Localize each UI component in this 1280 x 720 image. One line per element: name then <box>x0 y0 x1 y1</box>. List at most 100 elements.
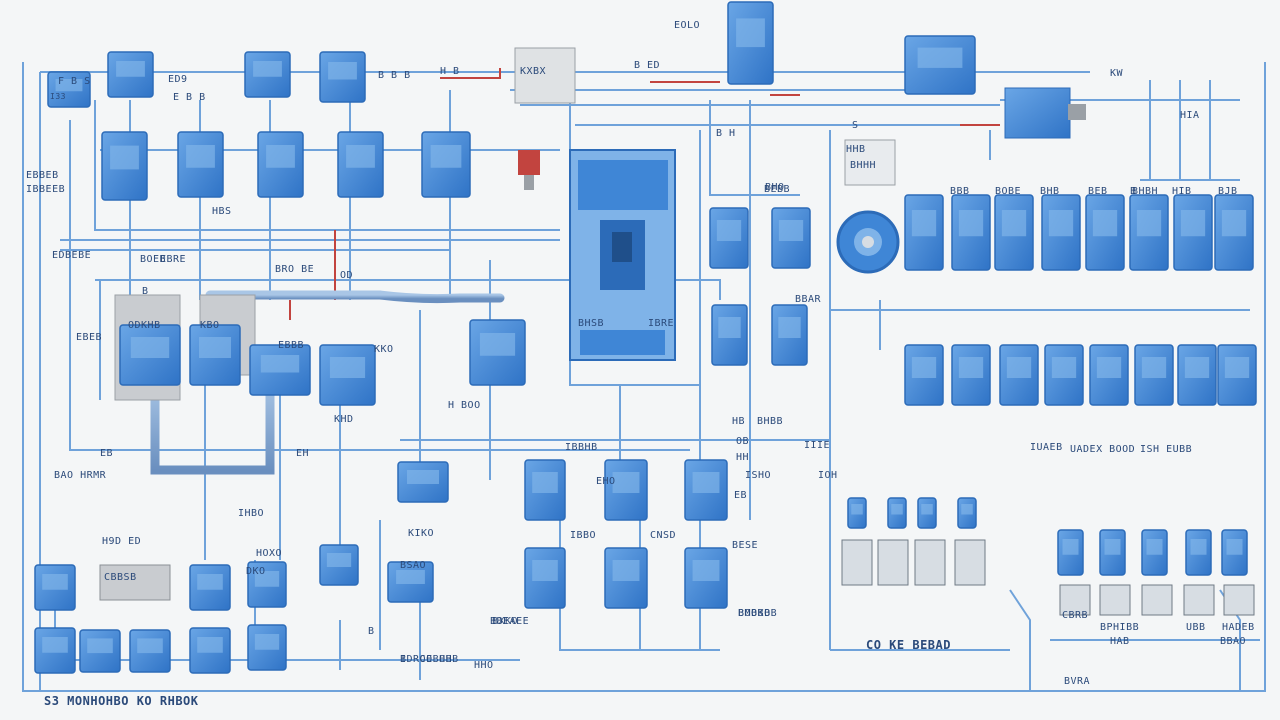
label: BOEB <box>140 254 167 265</box>
label: H BOO <box>448 400 481 411</box>
relay-module-icon <box>129 629 171 673</box>
label: ISHO <box>745 470 772 481</box>
relay-module-icon <box>951 194 991 271</box>
relay-module-icon <box>904 35 976 95</box>
label: CBRB <box>1062 610 1089 621</box>
relay-module-icon <box>189 324 241 386</box>
relay-module-icon <box>1044 344 1084 406</box>
relay-module-icon <box>604 459 648 521</box>
relay-module-icon <box>957 497 977 529</box>
relay-module-icon <box>469 319 526 386</box>
relay-module-icon <box>1134 344 1174 406</box>
label: IIIE <box>804 440 831 451</box>
label: B H <box>716 128 736 139</box>
relay-module-icon <box>319 344 376 406</box>
label: B <box>368 626 375 637</box>
label: EDBEBE <box>52 250 92 261</box>
relay-module-icon <box>771 304 808 366</box>
red-wires <box>289 68 1000 320</box>
central-control-panel <box>569 149 676 361</box>
label: BHHH <box>850 160 877 171</box>
motor-icon <box>1004 87 1086 139</box>
label: OB <box>736 436 750 447</box>
terminal-block <box>1183 584 1215 616</box>
relay-module-icon <box>79 629 121 673</box>
relay-module-icon <box>887 497 907 529</box>
terminal-block <box>841 539 873 586</box>
label: EBEB <box>76 332 103 343</box>
label-bottom-title: CO KE BEBAD <box>866 638 951 652</box>
label: EBBEB <box>26 170 59 181</box>
label: B <box>142 286 149 297</box>
label: BAO HRMR <box>54 470 107 481</box>
relay-module-icon <box>421 131 471 198</box>
label: BSAO <box>400 560 427 571</box>
label: IUAEB <box>1030 442 1063 453</box>
valve-icon <box>518 150 540 190</box>
label: EB <box>734 490 748 501</box>
relay-module-icon <box>711 304 748 366</box>
relay-module-icon <box>999 344 1039 406</box>
label: KW <box>1110 68 1124 79</box>
relay-module-icon <box>604 547 648 609</box>
relay-module-icon <box>249 344 311 396</box>
relay-module-icon <box>917 497 937 529</box>
relay-module-icon <box>101 131 148 201</box>
relay-module-icon <box>771 207 811 269</box>
label: IBRE <box>648 318 675 329</box>
label: HAB <box>1110 636 1130 647</box>
relay-module-icon <box>34 564 76 611</box>
relay-module-icon <box>1177 344 1217 406</box>
label: HADEB <box>1222 622 1255 633</box>
label: KHD <box>334 414 354 425</box>
label: UBB <box>1186 622 1206 633</box>
relay-module-icon <box>119 324 181 386</box>
label: KKO <box>374 344 394 355</box>
relay-module-icon <box>189 564 231 611</box>
relay-module-icon <box>684 547 728 609</box>
label: ID CO HBB <box>400 654 459 665</box>
relay-module-icon <box>1141 529 1168 576</box>
label: EH <box>296 448 310 459</box>
relay-module-icon <box>247 561 287 608</box>
relay-module-icon <box>1221 529 1248 576</box>
terminal-block <box>914 539 946 586</box>
relay-module-icon <box>709 207 749 269</box>
label: HIB <box>1172 186 1192 197</box>
relay-module-icon <box>1041 194 1081 271</box>
relay-module-icon <box>319 544 359 586</box>
label: B B B <box>378 70 411 81</box>
label: B ED <box>634 60 661 71</box>
relay-module-icon <box>337 131 384 198</box>
relay-module-icon <box>1089 344 1129 406</box>
label: UADEX BOOD <box>1070 444 1136 455</box>
relay-module-icon <box>319 51 366 103</box>
label: EBBB <box>278 340 305 351</box>
label: BPHIBB <box>1100 622 1140 633</box>
label: CBBSB <box>104 572 137 583</box>
relay-module-icon <box>994 194 1034 271</box>
relay-module-icon <box>397 461 449 503</box>
label: BOBE <box>995 186 1022 197</box>
relay-module-icon <box>904 194 944 271</box>
relay-module-icon <box>1217 344 1257 406</box>
pressure-gauge-icon <box>836 210 900 274</box>
label: DKO <box>246 566 266 577</box>
label: CNSD <box>650 530 677 541</box>
pipes <box>150 265 885 475</box>
label: S <box>852 120 859 131</box>
label: HB <box>732 416 746 427</box>
relay-module-icon <box>727 1 774 85</box>
relay-module-icon <box>847 497 867 529</box>
label: HH <box>736 452 750 463</box>
relay-module-icon <box>684 459 728 521</box>
terminal-block <box>877 539 909 586</box>
label: EHO <box>596 476 616 487</box>
terminal-block <box>954 539 986 586</box>
label: BJB <box>1218 186 1238 197</box>
relay-module-icon <box>1057 529 1084 576</box>
label: HIA <box>1180 110 1200 121</box>
label: KBO <box>200 320 220 331</box>
relay-module-icon <box>247 624 287 671</box>
label: BHBB <box>757 416 784 427</box>
